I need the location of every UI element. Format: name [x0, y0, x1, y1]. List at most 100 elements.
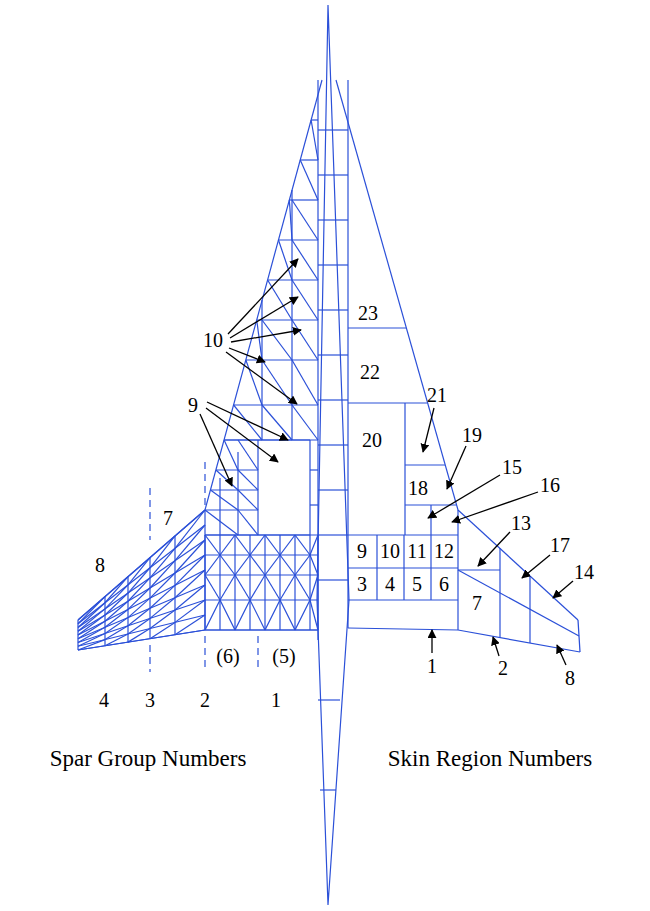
callout-number: 11: [407, 541, 426, 561]
mesh-line: [234, 405, 262, 440]
mesh-line: [78, 640, 105, 650]
mesh-line: [78, 525, 205, 624]
callout-number: 5: [412, 574, 422, 594]
mesh-line: [280, 555, 295, 575]
mesh-line: [175, 615, 205, 635]
mesh-line: [258, 439, 310, 440]
mesh-line: [250, 575, 265, 600]
mesh-line: [348, 402, 427, 403]
leader-arrow: [447, 446, 466, 489]
callout-number: 8: [95, 555, 105, 575]
mesh-line: [458, 510, 578, 620]
leader-arrows: [200, 259, 573, 665]
mesh-line: [78, 615, 105, 635]
mesh-line: [264, 535, 265, 630]
leader-arrow: [228, 259, 298, 334]
mesh-line: [150, 598, 175, 619]
mesh-line: [105, 577, 128, 603]
leader-arrow: [428, 475, 500, 518]
leader-arrow: [231, 330, 301, 342]
mesh-line: [235, 600, 250, 630]
mesh-line: [318, 264, 348, 265]
callout-number: 8: [565, 668, 575, 688]
mesh-line: [257, 319, 318, 320]
mesh-line: [309, 440, 310, 535]
mesh-line: [235, 575, 250, 600]
mesh-line: [128, 618, 150, 634]
mesh-line: [403, 535, 404, 600]
mesh-line: [78, 510, 205, 620]
mesh-line: [78, 540, 205, 628]
mesh-line: [149, 488, 150, 540]
mesh-line: [205, 575, 220, 600]
mesh-line: [318, 489, 348, 490]
mesh-line: [249, 535, 250, 630]
mesh-line: [405, 464, 445, 465]
mesh-line: [220, 555, 235, 575]
mesh-line: [220, 575, 235, 600]
mesh-line: [205, 554, 318, 555]
mesh-line: [205, 574, 318, 575]
mesh-line: [204, 636, 205, 672]
mesh-line: [205, 534, 318, 535]
outline: [317, 5, 349, 905]
mesh-line: [310, 600, 318, 630]
mesh-line: [205, 555, 220, 575]
mesh-line: [246, 360, 262, 405]
mesh-line: [336, 80, 458, 510]
mesh-line: [257, 440, 258, 535]
mesh-line: [78, 615, 205, 646]
mesh-line: [219, 478, 220, 535]
mesh-line: [150, 561, 175, 588]
mesh-line: [318, 699, 340, 700]
mesh-line: [318, 129, 348, 130]
leader-arrow: [423, 408, 434, 452]
mesh-line: [105, 618, 128, 634]
mesh-line: [238, 470, 258, 490]
mesh-line: [348, 599, 458, 600]
mesh-line: [257, 320, 262, 360]
mesh-line: [292, 320, 318, 360]
callout-number: 22: [360, 362, 380, 382]
mesh-line: [348, 567, 458, 568]
mesh-line: [175, 570, 205, 598]
callout-number: 14: [574, 562, 594, 582]
mesh-line: [318, 219, 348, 220]
callout-number: 3: [145, 690, 155, 710]
mesh-line: [238, 490, 258, 510]
callout-number: 9: [357, 541, 367, 561]
callout-number: 1: [427, 656, 437, 676]
mesh-line: [105, 626, 128, 640]
mesh-line: [289, 199, 318, 200]
callout-number: 4: [385, 574, 395, 594]
mesh-line: [210, 489, 258, 490]
leader-arrow: [226, 352, 297, 404]
mesh-line: [128, 629, 150, 643]
mesh-line: [210, 490, 238, 510]
mesh-line: [250, 555, 265, 575]
group-caption: Skin Region Numbers: [388, 747, 592, 770]
mesh-line: [238, 510, 258, 535]
mesh-line: [149, 645, 150, 672]
callout-number: 17: [550, 535, 570, 555]
mesh-line: [78, 609, 105, 631]
mesh-line: [310, 504, 318, 505]
mesh-line: [292, 360, 318, 405]
mesh-line: [348, 628, 458, 630]
mesh-line: [292, 200, 318, 240]
mesh-line: [150, 573, 175, 598]
callout-number: 21: [427, 385, 447, 405]
mesh-line: [128, 608, 150, 625]
callout-number: (6): [216, 646, 239, 666]
mesh-line: [246, 359, 318, 360]
callout-number: 6: [439, 574, 449, 594]
leader-arrow: [478, 532, 510, 566]
mesh-line: [289, 200, 292, 240]
mesh-line: [300, 160, 318, 200]
mesh-line: [499, 548, 500, 638]
mesh-line: [205, 509, 258, 510]
mesh-lines: [78, 5, 580, 905]
callout-number: 19: [462, 425, 482, 445]
mesh-line: [175, 525, 205, 561]
mesh-line: [128, 598, 150, 617]
